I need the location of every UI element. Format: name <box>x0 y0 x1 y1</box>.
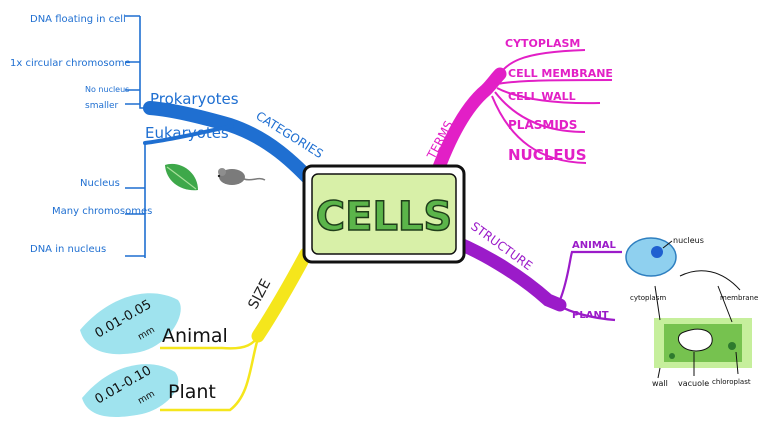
prokaryote-fact: No nucleus <box>85 85 129 94</box>
eukaryotes-tree <box>125 143 145 258</box>
prokaryotes-label: Prokaryotes <box>150 90 239 108</box>
structure-animal-label: ANIMAL <box>572 240 617 251</box>
structure-branch: STRUCTURE ANIMAL PLANT nucleus cytoplasm… <box>440 219 758 388</box>
plant-part-label: chloroplast <box>712 378 751 386</box>
prokaryote-fact: 1x circular chromosome <box>10 58 131 69</box>
term-item: NUCLEUS <box>508 146 587 164</box>
plant-part-label: vacuole <box>678 379 709 388</box>
center-node: CELLS <box>304 166 464 262</box>
terms-branch: TERMS CYTOPLASM CELL MEMBRANE CELL WALL … <box>424 37 613 178</box>
term-item: CELL MEMBRANE <box>508 67 613 80</box>
leaf-icon <box>165 164 198 190</box>
prokaryote-fact: DNA floating in cell <box>30 14 126 25</box>
categories-branch: CATEGORIES Prokaryotes DNA floating in c… <box>10 14 326 258</box>
plant-cell-diagram: cytoplasm membrane wall vacuole chloropl… <box>630 271 758 388</box>
mouse-icon <box>218 168 265 185</box>
eukaryote-fact: DNA in nucleus <box>30 244 106 255</box>
term-item: PLASMIDS <box>508 118 577 132</box>
term-item: CELL WALL <box>508 90 576 103</box>
animal-cell-diagram: nucleus <box>626 236 704 276</box>
plant-part-label: cytoplasm <box>630 294 666 302</box>
size-branch: SIZE 0.01-0.05 mm Animal 0.01-0.10 mm Pl… <box>80 254 306 417</box>
center-title: CELLS <box>316 194 452 240</box>
size-animal-label: Animal <box>162 325 228 347</box>
size-plant-label: Plant <box>168 381 216 403</box>
eukaryote-fact: Many chromosomes <box>52 206 152 217</box>
term-item: CYTOPLASM <box>505 37 580 50</box>
eukaryote-fact: Nucleus <box>80 178 120 189</box>
structure-plant-label: PLANT <box>572 310 609 321</box>
prokaryote-fact: smaller <box>85 101 119 111</box>
plant-part-label: wall <box>652 379 668 388</box>
plant-part-label: membrane <box>720 294 758 302</box>
eukaryotes-label: Eukaryotes <box>145 124 229 142</box>
animal-part-label: nucleus <box>673 236 704 245</box>
